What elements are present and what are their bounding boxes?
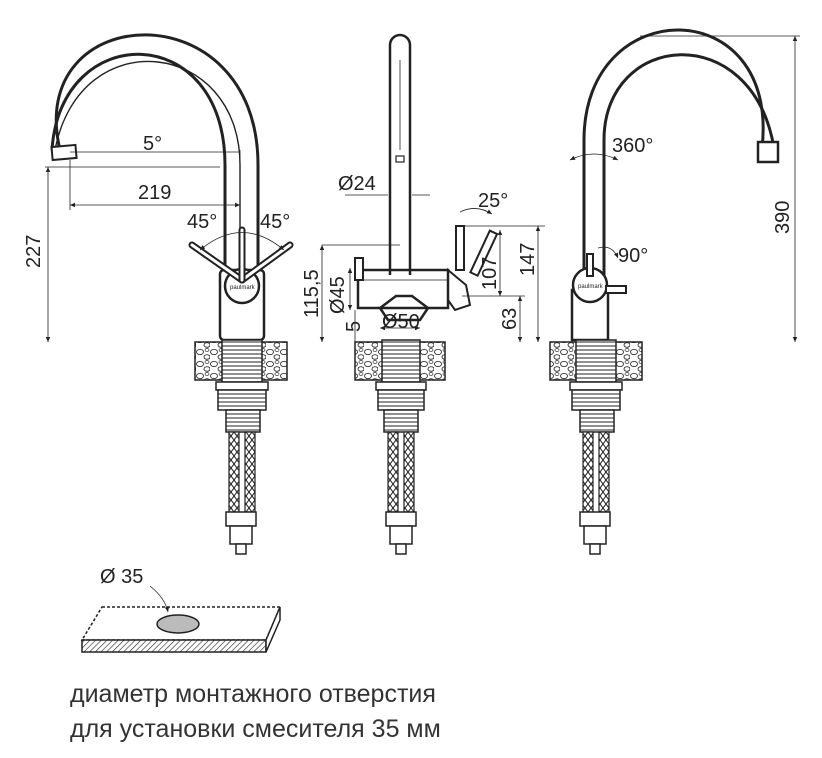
caption-line-1: диаметр монтажного отверстия [70, 680, 436, 708]
dim-angle-right: 45° [260, 211, 290, 233]
left-view: paulmark 5° 219 45° 45° 227 [23, 33, 294, 555]
dim-lever-angle: 25° [478, 190, 508, 212]
right-view: paulmark 360° 90° 390 [549, 28, 800, 555]
brand-label: paulmark [230, 285, 256, 291]
dim-spout-angle: 5° [143, 133, 162, 155]
dim-body-dia: Ø45 [327, 276, 349, 314]
dim-right-lever-angle: 90° [618, 245, 648, 267]
dim-total-height: 147 [517, 243, 539, 276]
hole-label: Ø 35 [100, 566, 143, 588]
dim-base-height: 115,5 [301, 269, 323, 318]
middle-view: Ø24 25° Ø45 115,5 5 Ø50 107 147 63 [301, 33, 545, 555]
caption-line-2: для установки смесителя 35 мм [70, 715, 441, 743]
dim-height: 227 [23, 235, 45, 268]
dim-angle-left: 45° [187, 211, 217, 233]
dim-total-height-right: 390 [772, 201, 794, 234]
mounting-hole-diagram: Ø 35 [80, 566, 282, 653]
dim-base-dia: Ø50 [382, 311, 420, 333]
dim-side-height: 63 [499, 308, 521, 330]
brand-label-right: paulmark [578, 284, 604, 290]
dim-reach: 219 [138, 182, 171, 204]
dim-tube-dia: Ø24 [338, 173, 376, 195]
dim-gap: 5 [343, 321, 365, 332]
dim-rotation: 360° [612, 135, 653, 157]
dim-lever-height: 107 [479, 257, 501, 290]
